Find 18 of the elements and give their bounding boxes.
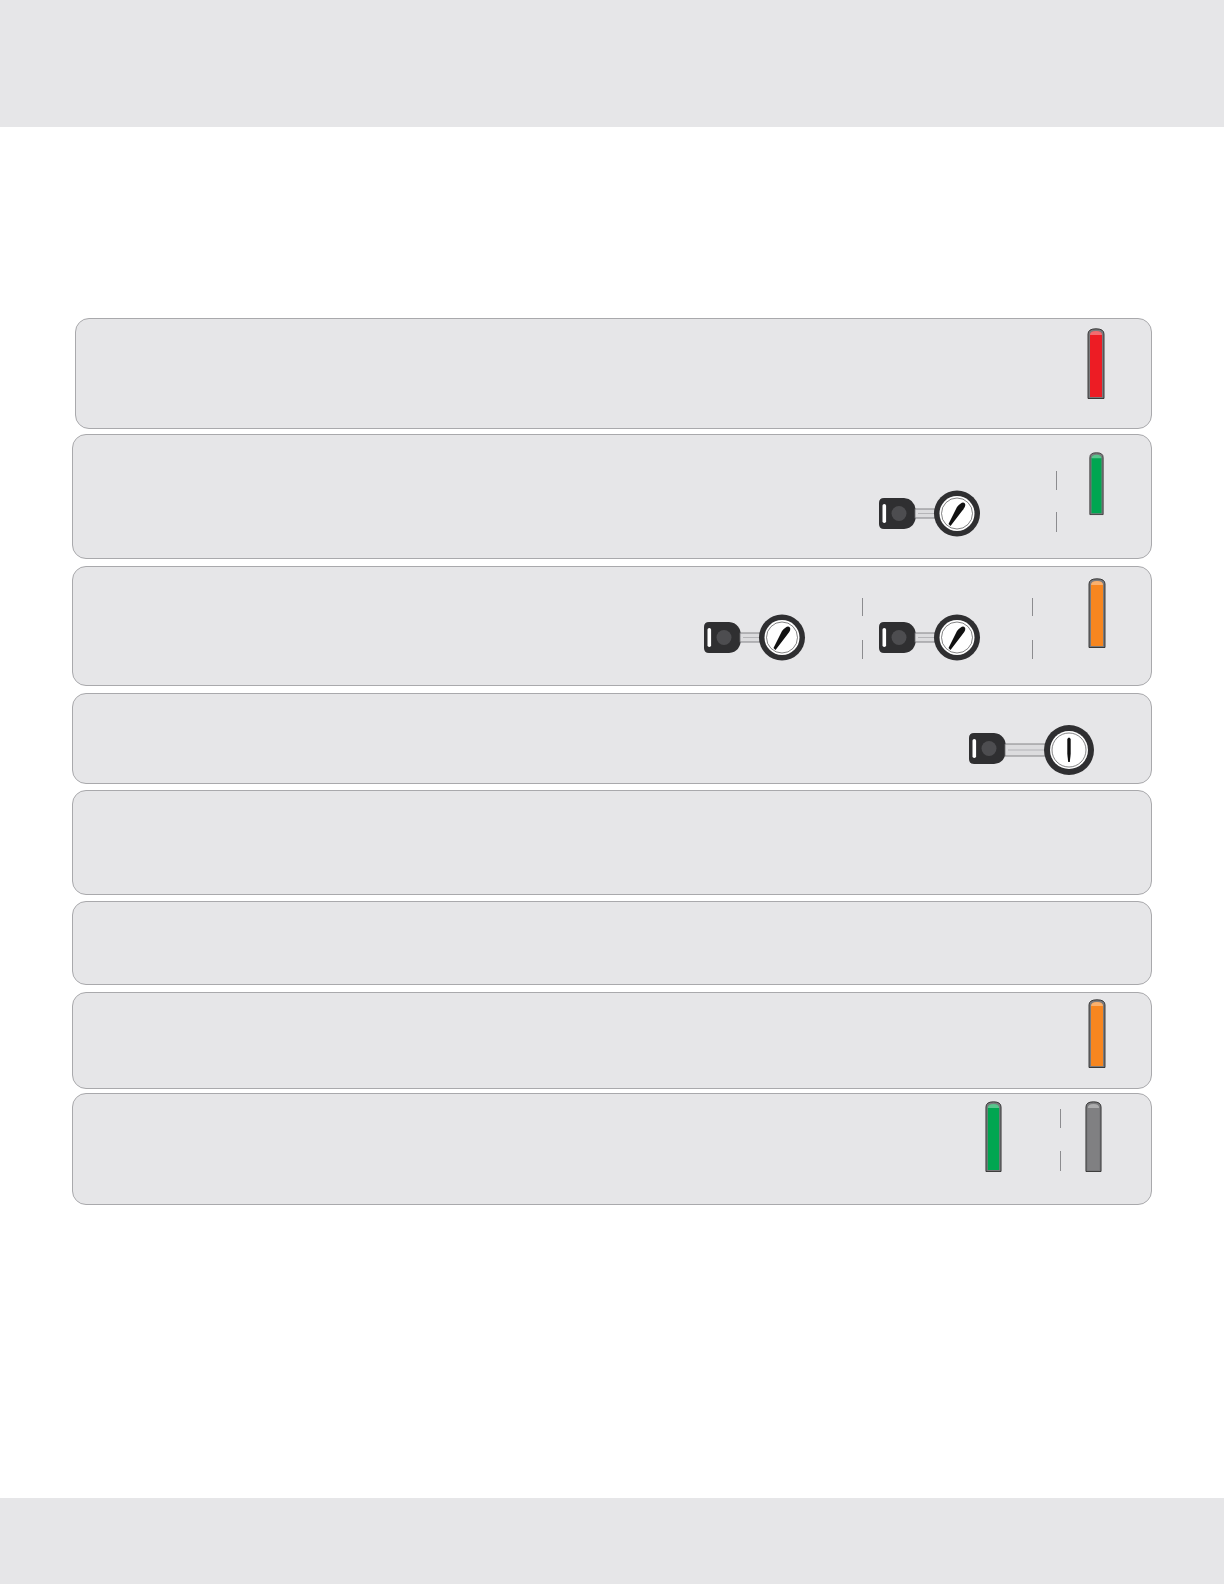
- panel-card: [72, 901, 1152, 985]
- key-ignition-icon: [878, 489, 981, 538]
- panel-card: [72, 566, 1152, 686]
- key-ignition-icon: [703, 613, 806, 662]
- key-ignition-icon: [878, 613, 981, 662]
- led-indicator-icon: [1088, 578, 1106, 648]
- led-indicator-icon: [985, 1101, 1002, 1172]
- panel-card: [72, 1093, 1152, 1205]
- panel-card: [72, 992, 1152, 1089]
- panel-card: [72, 434, 1152, 559]
- panel-card: [72, 693, 1152, 784]
- key-ignition-icon: [968, 724, 1095, 776]
- panel-card: [72, 790, 1152, 895]
- led-indicator-icon: [1087, 328, 1105, 399]
- led-indicator-icon: [1085, 1101, 1102, 1172]
- led-indicator-icon: [1088, 999, 1106, 1068]
- led-indicator-icon: [1089, 452, 1104, 515]
- panel-card: [75, 318, 1152, 429]
